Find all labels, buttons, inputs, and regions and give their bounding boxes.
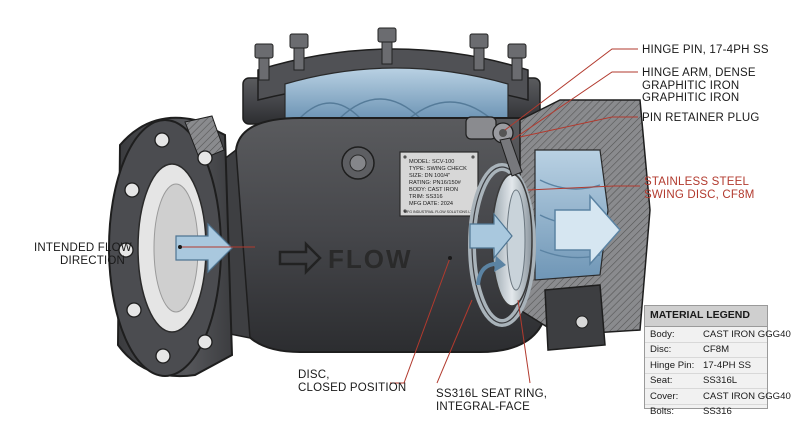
legend-value: SS316 <box>703 406 732 418</box>
inlet-flange <box>108 115 234 378</box>
flow-word: FLOW <box>328 244 413 274</box>
callout-hinge-arm-line3: GRAPHITIC IRON <box>642 92 739 104</box>
hinge-assembly <box>465 116 523 177</box>
callout-seat-ring-line2: INTEGRAL-FACE <box>436 401 530 413</box>
legend-value: CAST IRON GGG40 <box>703 390 791 402</box>
legend-row: Bolts: SS316 <box>645 405 767 420</box>
nameplate-line: TYPE: SWING CHECK <box>409 166 467 172</box>
legend-value: 17-4PH SS <box>703 359 751 371</box>
nameplate-line: SIZE: DN 100/4" <box>409 173 450 179</box>
internal-flow-swirl <box>469 212 513 286</box>
legend-row: Cover: CAST IRON GGG40 <box>645 389 791 405</box>
legend-row: Disc: CF8M <box>645 343 767 358</box>
nameplate-line: MFG INDUSTRIAL FLOW SOLUTIONS LTD <box>404 210 475 214</box>
callout-seat-ring-line1: SS316L SEAT RING, <box>436 388 547 400</box>
nameplate-line: BODY: CAST IRON <box>409 187 458 193</box>
callout-pin-retainer-plug: PIN RETAINER PLUG <box>642 112 760 124</box>
legend-row: Seat: SS316L <box>645 374 767 389</box>
legend-key: Hinge Pin: <box>650 359 695 371</box>
legend-key: Seat: <box>650 375 673 387</box>
callout-hinge-arm-line1: HINGE ARM, DENSE <box>642 67 756 79</box>
inlet-flow-arrow <box>175 222 233 274</box>
callout-flow-direction-line2: DIRECTION <box>60 255 125 267</box>
legend-key: Body: <box>650 328 675 340</box>
legend-key: Cover: <box>650 390 679 402</box>
callout-disc-line1: STAINLESS STEEL <box>644 176 749 188</box>
nameplate-line: TRIM: SS316 <box>409 194 443 200</box>
callout-flow-direction-line1: INTENDED FLOW <box>34 242 132 254</box>
leader-lines <box>180 48 640 384</box>
legend-key: Disc: <box>650 344 672 356</box>
nameplate-line: MFG DATE: 2024 <box>409 201 453 207</box>
material-legend-title: MATERIAL LEGEND <box>645 306 767 327</box>
nameplate-line: RATING: PN16/150# <box>409 180 462 186</box>
callout-disc-line2: SWING DISC, CF8M <box>644 189 755 201</box>
legend-value: CAST IRON GGG40 <box>703 328 791 340</box>
callout-hinge-pin: HINGE PIN, 17-4PH SS <box>642 44 769 56</box>
bonnet-cover <box>242 48 541 125</box>
callout-hinge-arm-line2: GRAPHITIC IRON <box>642 80 739 92</box>
nameplate-line: MODEL: SCV-100 <box>409 159 454 165</box>
legend-row: Hinge Pin: 17-4PH SS <box>645 358 767 374</box>
legend-value: SS316L <box>703 375 738 387</box>
callout-disc-closed-line1: DISC, <box>298 369 330 381</box>
legend-row: Body: CAST IRON GGG40 <box>645 327 791 343</box>
material-legend: MATERIAL LEGEND Body: CAST IRON GGG40 Di… <box>644 305 791 417</box>
cover-bolts <box>254 27 527 81</box>
legend-value: CF8M <box>703 344 730 356</box>
outlet-flow-arrow <box>554 194 622 266</box>
callout-disc-closed-line2: CLOSED POSITION <box>298 382 406 394</box>
nameplate: MODEL: SCV-100 TYPE: SWING CHECK SIZE: D… <box>399 151 479 217</box>
flow-marking: FLOW <box>278 240 413 276</box>
legend-key: Bolts: <box>650 406 674 418</box>
